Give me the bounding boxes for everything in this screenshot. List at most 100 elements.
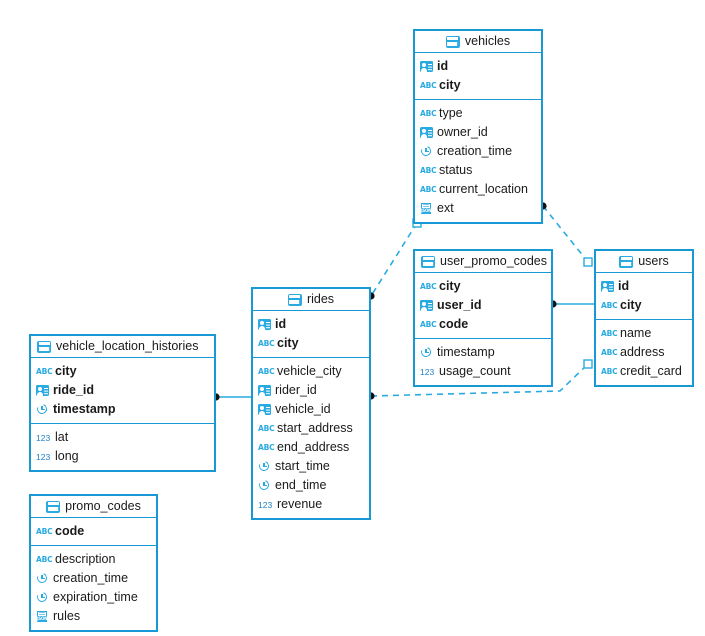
field-label: lat: [55, 430, 69, 445]
entity-header-users[interactable]: users: [596, 251, 692, 273]
123-icon: 123: [36, 433, 51, 443]
field-lat[interactable]: 123 lat: [31, 428, 214, 447]
entity-header-promo_codes[interactable]: promo_codes: [31, 496, 156, 518]
clock-icon: [420, 346, 433, 359]
entity-header-vehicles[interactable]: vehicles: [415, 31, 541, 53]
table-icon: [445, 35, 460, 48]
id-card-icon: [258, 404, 271, 415]
field-expiration_time[interactable]: expiration_time: [31, 588, 156, 607]
entity-title: user_promo_codes: [440, 254, 548, 269]
field-end_time[interactable]: end_time: [253, 476, 369, 495]
field-label: expiration_time: [53, 590, 138, 605]
primary-key-field-id[interactable]: id: [253, 315, 369, 334]
field-vehicle_id[interactable]: vehicle_id: [253, 400, 369, 419]
primary-key-field-user_id[interactable]: user_id: [415, 296, 551, 315]
field-label: type: [439, 106, 463, 121]
field-timestamp[interactable]: timestamp: [415, 343, 551, 362]
entity-title: users: [638, 254, 669, 269]
primary-key-field-timestamp[interactable]: timestamp: [31, 400, 214, 419]
field-label: vehicle_id: [275, 402, 331, 417]
field-label: user_id: [437, 298, 482, 313]
field-label: usage_count: [439, 364, 511, 379]
entity-title: vehicles: [464, 34, 511, 49]
field-label: code: [439, 317, 469, 332]
field-label: vehicle_city: [277, 364, 342, 379]
123-icon: 123: [420, 367, 435, 377]
table-icon: [37, 340, 51, 353]
relationship-vehicle-location-histories-to-rides[interactable]: [212, 393, 251, 401]
clock-icon: [36, 572, 49, 585]
clock-icon: [420, 145, 433, 158]
field-label: owner_id: [437, 125, 488, 140]
field-ext[interactable]: ext: [415, 199, 541, 218]
field-label: city: [439, 78, 461, 93]
table-icon: [421, 255, 435, 268]
field-label: current_location: [439, 182, 528, 197]
field-creation_time[interactable]: creation_time: [31, 569, 156, 588]
field-owner_id[interactable]: owner_id: [415, 123, 541, 142]
entity-header-rides[interactable]: rides: [253, 289, 369, 311]
field-label: credit_card: [620, 364, 682, 379]
relationship-user-promo-codes-to-users[interactable]: [549, 300, 594, 308]
entity-title: rides: [306, 292, 335, 307]
field-label: timestamp: [437, 345, 495, 360]
abc-icon: ABC: [36, 555, 53, 564]
field-rider_id[interactable]: rider_id: [253, 381, 369, 400]
primary-key-field-ride_id[interactable]: ride_id: [31, 381, 214, 400]
abc-icon: ABC: [420, 320, 437, 329]
field-label: rules: [53, 609, 81, 624]
entity-title: vehicle_location_histories: [56, 339, 199, 354]
field-usage_count[interactable]: 123 usage_count: [415, 362, 551, 381]
field-label: city: [439, 279, 461, 294]
entity-header-vehicle_location_histories[interactable]: vehicle_location_histories: [31, 336, 214, 358]
json-icon: [36, 610, 49, 623]
field-label: city: [55, 364, 77, 379]
field-label: creation_time: [437, 144, 513, 159]
id-card-icon: [36, 385, 49, 396]
primary-key-field-id[interactable]: id: [596, 277, 692, 296]
field-label: code: [55, 524, 85, 539]
primary-key-field-id[interactable]: id: [415, 57, 541, 76]
abc-icon: ABC: [258, 424, 275, 433]
field-start_time[interactable]: start_time: [253, 457, 369, 476]
123-icon: 123: [258, 500, 273, 510]
123-icon: 123: [36, 452, 51, 462]
field-creation_time[interactable]: creation_time: [415, 142, 541, 161]
abc-icon: ABC: [420, 166, 437, 175]
field-label: status: [439, 163, 473, 178]
field-label: city: [277, 336, 299, 351]
field-label: end_time: [275, 478, 327, 493]
entity-header-user_promo_codes[interactable]: user_promo_codes: [415, 251, 551, 273]
abc-icon: ABC: [601, 301, 618, 310]
field-rules[interactable]: rules: [31, 607, 156, 626]
